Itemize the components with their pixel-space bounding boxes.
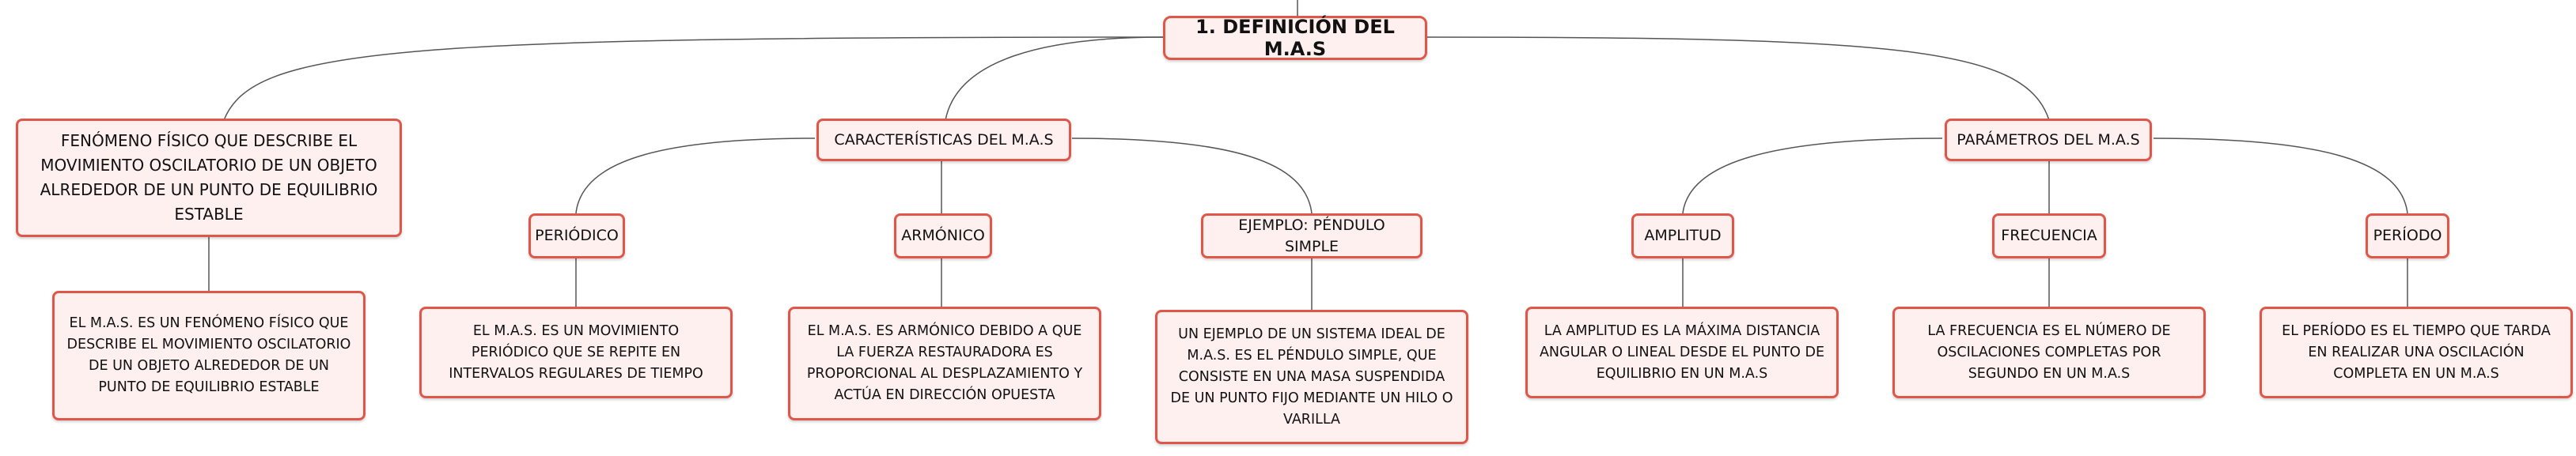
param-item-amplitud[interactable]: AMPLITUD: [1631, 213, 1734, 258]
parameters-node[interactable]: PARÁMETROS DEL M.A.S: [1945, 119, 2152, 161]
connector-param-periodo: [2153, 138, 2408, 214]
param-detail-periodo[interactable]: EL PERÍODO ES EL TIEMPO QUE TARDA EN REA…: [2260, 307, 2573, 398]
char-item-armonico-label: ARMÓNICO: [901, 227, 985, 244]
char-detail-pendulo[interactable]: UN EJEMPLO DE UN SISTEMA IDEAL DE M.A.S.…: [1155, 310, 1468, 444]
char-detail-periodico-text: EL M.A.S. ES UN MOVIMIENTO PERIÓDICO QUE…: [449, 322, 703, 382]
root-node[interactable]: 1. DEFINICIÓN DEL M.A.S: [1163, 16, 1427, 60]
param-detail-periodo-text: EL PERÍODO ES EL TIEMPO QUE TARDA EN REA…: [2282, 322, 2551, 382]
connector-char-pendulo: [1071, 138, 1313, 214]
param-detail-amplitud[interactable]: LA AMPLITUD ES LA MÁXIMA DISTANCIA ANGUL…: [1525, 307, 1839, 398]
char-item-pendulo[interactable]: EJEMPLO: PÉNDULO SIMPLE: [1201, 213, 1422, 258]
param-detail-frecuencia-text: LA FRECUENCIA ES EL NÚMERO DE OSCILACION…: [1927, 322, 2171, 382]
char-detail-periodico[interactable]: EL M.A.S. ES UN MOVIMIENTO PERIÓDICO QUE…: [419, 307, 733, 398]
param-item-amplitud-label: AMPLITUD: [1644, 227, 1722, 244]
parameters-label: PARÁMETROS DEL M.A.S: [1957, 130, 2140, 149]
characteristics-node[interactable]: CARACTERÍSTICAS DEL M.A.S: [816, 119, 1071, 161]
definition-node[interactable]: FENÓMENO FÍSICO QUE DESCRIBE EL MOVIMIEN…: [16, 119, 402, 237]
char-item-armonico[interactable]: ARMÓNICO: [894, 213, 992, 258]
root-label: 1. DEFINICIÓN DEL M.A.S: [1195, 16, 1395, 60]
char-detail-armonico[interactable]: EL M.A.S. ES ARMÓNICO DEBIDO A QUE LA FU…: [788, 307, 1101, 420]
char-item-periodico[interactable]: PERIÓDICO: [528, 213, 625, 258]
param-item-frecuencia-label: FRECUENCIA: [2001, 227, 2097, 244]
connector-root-parameters: [1426, 36, 2050, 121]
definition-label: FENÓMENO FÍSICO QUE DESCRIBE EL MOVIMIEN…: [40, 131, 378, 224]
param-item-frecuencia[interactable]: FRECUENCIA: [1992, 213, 2106, 258]
connector-param-amplitud: [1682, 138, 1943, 214]
char-item-periodico-label: PERIÓDICO: [535, 227, 619, 244]
param-item-periodo-label: PERÍODO: [2373, 227, 2442, 244]
connector-char-periodico: [575, 138, 816, 214]
param-detail-frecuencia[interactable]: LA FRECUENCIA ES EL NÚMERO DE OSCILACION…: [1892, 307, 2206, 398]
characteristics-label: CARACTERÍSTICAS DEL M.A.S: [834, 130, 1054, 149]
char-detail-pendulo-text: UN EJEMPLO DE UN SISTEMA IDEAL DE M.A.S.…: [1170, 326, 1453, 428]
param-item-periodo[interactable]: PERÍODO: [2366, 213, 2449, 258]
definition-detail-text: EL M.A.S. ES UN FENÓMENO FÍSICO QUE DESC…: [66, 315, 351, 395]
connector-root-characteristics: [945, 36, 1164, 121]
char-item-pendulo-label: EJEMPLO: PÉNDULO SIMPLE: [1238, 216, 1385, 255]
connector-root-definition: [223, 36, 1164, 121]
param-detail-amplitud-text: LA AMPLITUD ES LA MÁXIMA DISTANCIA ANGUL…: [1539, 322, 1825, 382]
char-detail-armonico-text: EL M.A.S. ES ARMÓNICO DEBIDO A QUE LA FU…: [806, 323, 1083, 403]
definition-detail-node[interactable]: EL M.A.S. ES UN FENÓMENO FÍSICO QUE DESC…: [52, 291, 366, 420]
